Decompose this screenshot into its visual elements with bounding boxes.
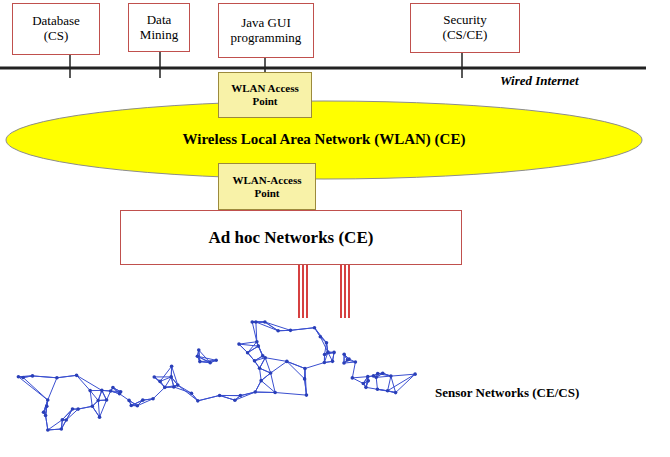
node-text: Sensor Networks (CE/CS) <box>435 386 579 401</box>
backbone-line <box>0 67 646 70</box>
adhoc-box: Ad hoc Networks (CE) <box>120 210 462 265</box>
service-box: Data Mining <box>128 3 190 52</box>
sensor-network: Sensor Networks (CE/CS) <box>10 318 650 452</box>
service-box: Security (CS/CE) <box>410 3 520 53</box>
node-text: Database (CS) <box>25 14 87 44</box>
tap-line <box>159 52 161 78</box>
node-text: Ad hoc Networks (CE) <box>209 228 374 248</box>
node-text: Wireless Local Area Network (WLAN) (CE) <box>183 131 466 148</box>
node-text: Java GUI programming <box>222 16 310 46</box>
network-label: Wired Internet <box>500 73 579 89</box>
node-text: Security (CS/CE) <box>434 13 496 43</box>
link-connector <box>341 265 349 318</box>
node-text: Data Mining <box>134 13 184 43</box>
service-box: Java GUI programming <box>218 3 314 58</box>
sensor-mesh <box>10 318 430 452</box>
wlan-ellipse: Wireless Local Area Network (WLAN) (CE) <box>5 100 643 180</box>
tap-line <box>264 58 266 72</box>
tap-line <box>461 53 463 78</box>
access-point-box: WLAN-Access Point <box>218 163 316 210</box>
node-text: WLAN-Access Point <box>222 174 312 199</box>
link-connector <box>299 265 307 318</box>
node-text: WLAN Access Point <box>222 82 308 107</box>
access-point-box: WLAN Access Point <box>218 72 312 118</box>
service-box: Database (CS) <box>12 3 100 55</box>
tap-line <box>69 55 71 78</box>
